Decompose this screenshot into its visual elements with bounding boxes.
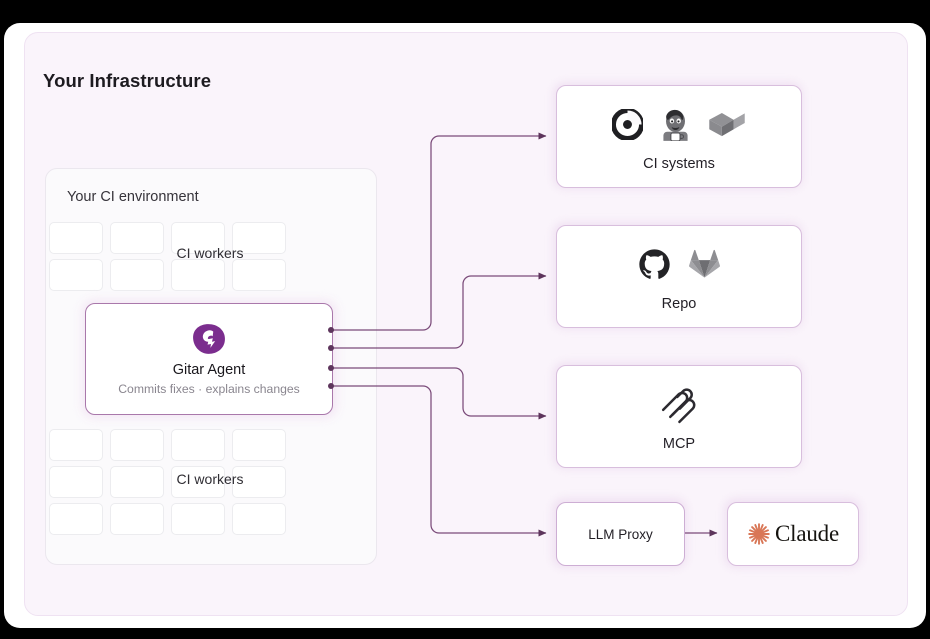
github-icon xyxy=(639,248,670,279)
ci-worker-tile xyxy=(232,222,286,254)
ci-worker-tile xyxy=(232,466,286,498)
ci-worker-tile xyxy=(171,222,225,254)
repo-card[interactable]: Repo xyxy=(556,225,802,328)
ci-worker-tile xyxy=(171,466,225,498)
ci-workers-label-top: CI workers xyxy=(176,245,244,261)
ci-worker-tile xyxy=(171,259,225,291)
ci-worker-tile xyxy=(110,259,164,291)
llm-proxy-card[interactable]: LLM Proxy xyxy=(556,502,685,566)
ci-worker-tile xyxy=(110,222,164,254)
mcp-logos xyxy=(659,381,699,427)
claude-card[interactable]: Claude xyxy=(727,502,859,566)
claude-wordmark: Claude xyxy=(775,521,839,546)
ci-worker-tile xyxy=(110,503,164,535)
ci-worker-tile xyxy=(232,259,286,291)
jenkins-icon xyxy=(663,109,688,141)
buildkite-icon xyxy=(709,112,745,137)
repo-caption: Repo xyxy=(661,296,697,312)
ci-workers-grid-top xyxy=(49,222,286,291)
ci-systems-logos xyxy=(612,101,746,147)
gitar-agent-card[interactable]: Gitar Agent Commits fixes · explains cha… xyxy=(85,303,333,415)
ci-worker-tile xyxy=(49,222,103,254)
repo-logos xyxy=(638,241,720,287)
ci-worker-tile xyxy=(49,429,103,461)
ci-environment-title: Your CI environment xyxy=(67,189,199,205)
ci-worker-tile xyxy=(49,259,103,291)
ci-worker-tile xyxy=(49,503,103,535)
mcp-card[interactable]: MCP xyxy=(556,365,802,468)
ci-workers-grid-bottom xyxy=(49,429,286,535)
ci-worker-tile xyxy=(49,466,103,498)
gitar-agent-subtitle: Commits fixes · explains changes xyxy=(118,381,300,396)
ci-systems-card[interactable]: CI systems xyxy=(556,85,802,188)
mcp-icon xyxy=(661,388,696,424)
ci-worker-tile xyxy=(171,429,225,461)
ci-worker-tile xyxy=(232,503,286,535)
page-title: Your Infrastructure xyxy=(43,70,212,91)
gitlab-icon xyxy=(689,249,720,278)
ci-workers-label-bottom: CI workers xyxy=(176,471,244,487)
claude-starburst-icon xyxy=(748,523,770,545)
gitar-logo-icon xyxy=(193,323,225,354)
window-top-band xyxy=(0,0,930,23)
ci-worker-tile xyxy=(171,503,225,535)
ci-worker-tile xyxy=(110,429,164,461)
mcp-caption: MCP xyxy=(662,436,696,452)
gitar-agent-name: Gitar Agent xyxy=(172,361,246,378)
ci-worker-tile xyxy=(110,466,164,498)
llm-proxy-label: LLM Proxy xyxy=(588,526,653,542)
circleci-icon xyxy=(612,108,643,140)
ci-worker-tile xyxy=(232,429,286,461)
ci-systems-caption: CI systems xyxy=(643,156,715,172)
